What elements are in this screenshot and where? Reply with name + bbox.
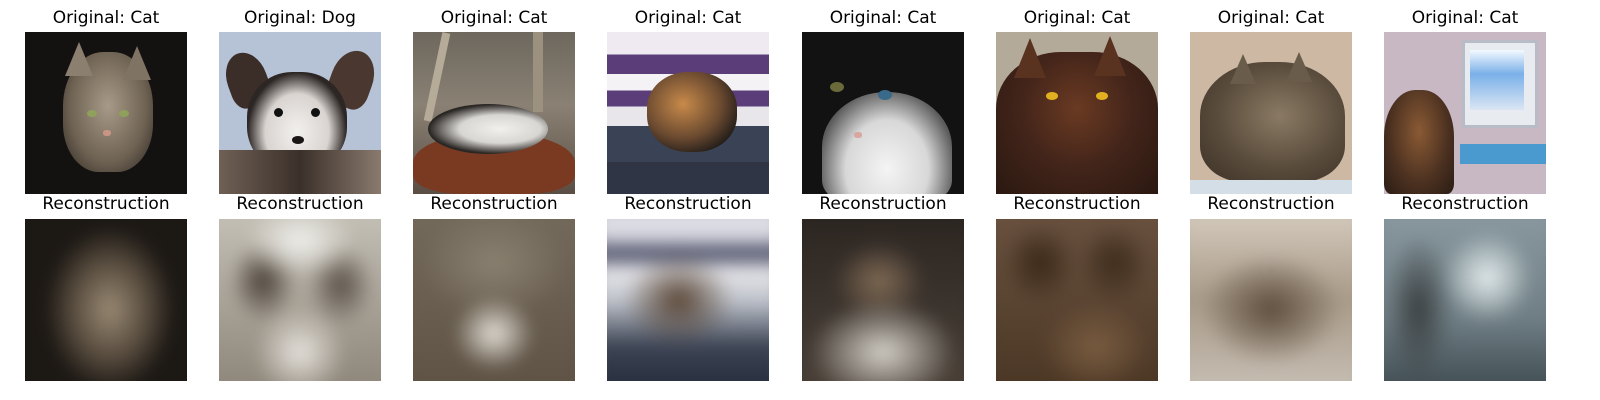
reconstruction-image xyxy=(607,219,769,381)
original-image-cat xyxy=(802,32,964,194)
reconstruction-title: Reconstruction xyxy=(1207,194,1335,214)
original-title: Original: Cat xyxy=(1411,8,1519,28)
original-image-cat xyxy=(996,32,1158,194)
original-image-cat xyxy=(413,32,575,194)
original-image-cat xyxy=(25,32,187,194)
reconstruction-title: Reconstruction xyxy=(624,194,752,214)
original-image-cat xyxy=(1384,32,1546,194)
reconstruction-image xyxy=(219,219,381,381)
original-title: Original: Cat xyxy=(634,8,742,28)
reconstruction-title: Reconstruction xyxy=(1401,194,1529,214)
reconstruction-title: Reconstruction xyxy=(1013,194,1141,214)
reconstruction-title: Reconstruction xyxy=(42,194,170,214)
image-column-3: Original: Cat Reconstruction xyxy=(413,0,575,400)
original-image-dog xyxy=(219,32,381,194)
original-title: Original: Cat xyxy=(52,8,160,28)
image-column-4: Original: Cat Reconstruction xyxy=(607,0,769,400)
reconstruction-image xyxy=(25,219,187,381)
original-image-cat xyxy=(607,32,769,194)
original-title: Original: Dog xyxy=(244,8,356,28)
image-column-6: Original: Cat Reconstruction xyxy=(996,0,1158,400)
reconstruction-title: Reconstruction xyxy=(430,194,558,214)
reconstruction-title: Reconstruction xyxy=(236,194,364,214)
image-column-8: Original: Cat Reconstruction xyxy=(1384,0,1546,400)
reconstruction-image xyxy=(802,219,964,381)
original-title: Original: Cat xyxy=(1023,8,1131,28)
original-title: Original: Cat xyxy=(829,8,937,28)
original-title: Original: Cat xyxy=(1217,8,1325,28)
reconstruction-image xyxy=(996,219,1158,381)
image-column-7: Original: Cat Reconstruction xyxy=(1190,0,1352,400)
original-image-cat xyxy=(1190,32,1352,194)
original-title: Original: Cat xyxy=(440,8,548,28)
reconstruction-image xyxy=(413,219,575,381)
reconstruction-title: Reconstruction xyxy=(819,194,947,214)
image-column-5: Original: Cat Reconstruction xyxy=(802,0,964,400)
reconstruction-image xyxy=(1384,219,1546,381)
reconstruction-image xyxy=(1190,219,1352,381)
image-column-2: Original: Dog Reconstruction xyxy=(219,0,381,400)
image-column-1: Original: Cat Reconstruction xyxy=(25,0,187,400)
